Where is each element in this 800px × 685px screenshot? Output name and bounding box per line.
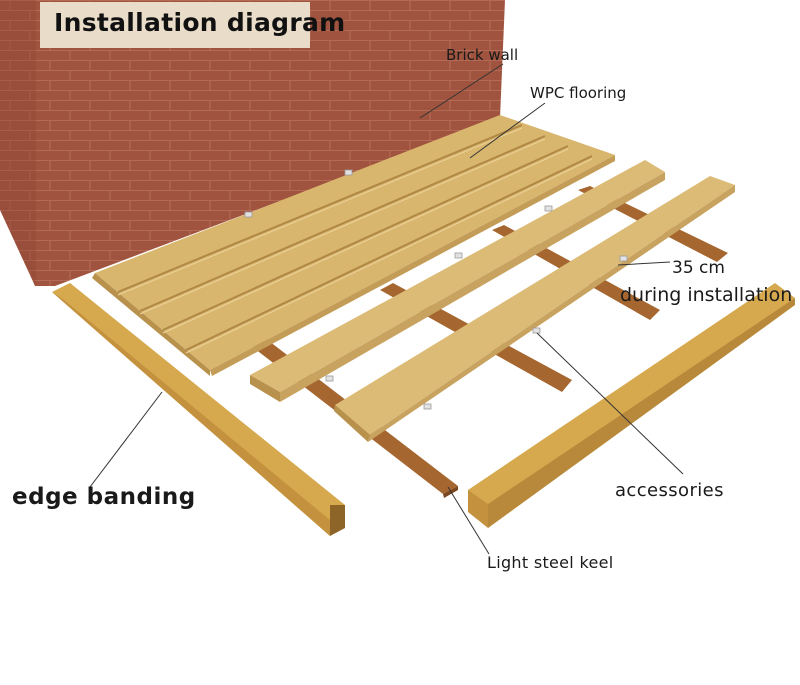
edge-banding-left	[52, 283, 345, 536]
wpc-flooring-label: WPC flooring	[530, 84, 627, 102]
edge-banding-label: edge banding	[12, 484, 196, 510]
accessory-clips	[244, 169, 628, 410]
brick-wall-label: Brick wall	[446, 46, 519, 64]
edge-banding-right	[468, 283, 795, 528]
leader-accessories	[536, 332, 684, 475]
diagram-title: Installation diagram	[54, 8, 346, 37]
leader-keel	[447, 486, 490, 555]
brick-wall	[0, 0, 505, 286]
leader-spacing	[617, 261, 671, 266]
leader-wpc-flooring	[469, 102, 546, 159]
title-banner	[40, 2, 310, 48]
accessories-label: accessories	[615, 480, 724, 501]
spacing-note-label: during installation	[620, 284, 793, 306]
leader-brick-wall	[419, 63, 504, 119]
wpc-flooring	[92, 115, 615, 376]
leader-edge-banding	[89, 391, 163, 488]
wpc-board-2	[334, 176, 735, 442]
light-steel-keel-label: Light steel keel	[487, 553, 614, 572]
leader-lines	[89, 63, 684, 555]
wpc-board-1	[250, 160, 665, 402]
spacing-value-label: 35 cm	[672, 258, 725, 278]
